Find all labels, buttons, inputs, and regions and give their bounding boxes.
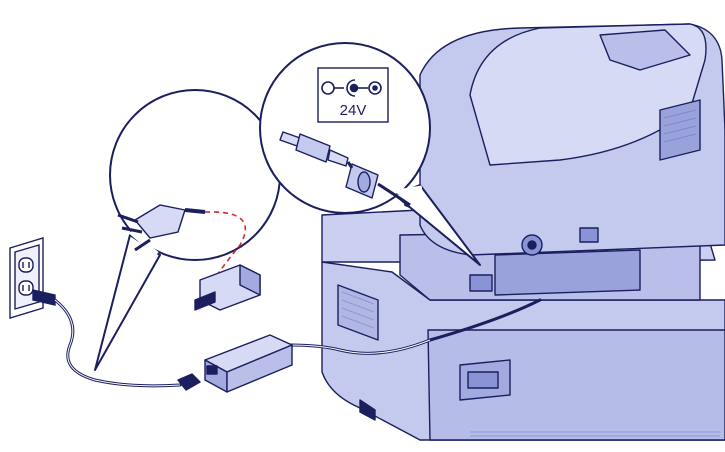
voltage-label: 24V — [340, 102, 367, 119]
rear-port-2 — [580, 228, 598, 242]
wall-outlet-icon — [10, 238, 55, 318]
voltage-label-box: 24V — [318, 68, 388, 122]
rear-port-1 — [470, 275, 492, 291]
ac-cord-callout — [95, 90, 280, 370]
iec-connector-icon — [195, 265, 260, 310]
power-supply-icon — [178, 335, 292, 392]
rear-opening — [495, 250, 640, 295]
